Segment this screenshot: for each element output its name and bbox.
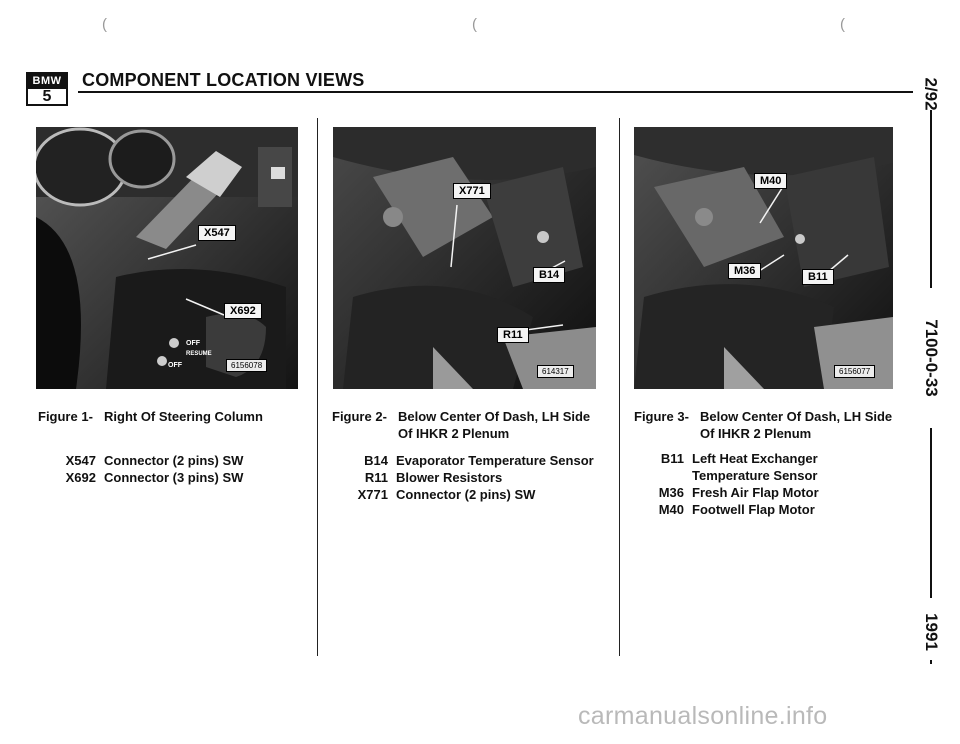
photo-switch-label: RESUME [186, 351, 212, 357]
figure-title-line2: Of IHKR 2 Plenum [398, 426, 510, 441]
figure-1-photo: OFF RESUME OFF X547 X692 6156078 [36, 127, 298, 389]
figure-2-caption: Figure 2- Below Center Of Dash, LH Side O… [332, 408, 617, 442]
legend-desc: Left Heat Exchanger [692, 451, 818, 466]
figure-2-legend: B14 Evaporator Temperature Sensor R11 Bl… [350, 452, 620, 503]
logo-series-text: 5 [42, 88, 52, 105]
legend-item: Temperature Sensor [650, 467, 910, 484]
side-rule-bottom [930, 660, 932, 664]
steering-column-photo-art: OFF RESUME OFF [36, 127, 298, 389]
column-divider [317, 118, 318, 656]
figure-title: Right Of Steering Column [104, 409, 263, 424]
legend-item: B14 Evaporator Temperature Sensor [350, 452, 620, 469]
figure-1-caption: Figure 1- Right Of Steering Column [38, 408, 308, 425]
side-page-number: 7100-0-33 [921, 319, 941, 397]
side-date-wrap: 2/92 [906, 77, 956, 110]
figure-title: Below Center Of Dash, LH Side [398, 409, 591, 424]
callout-b11: B11 [802, 269, 834, 285]
legend-item: B11 Left Heat Exchanger [650, 450, 910, 467]
legend-code: R11 [364, 470, 388, 485]
callout-x547: X547 [198, 225, 236, 241]
header-rule [78, 91, 913, 93]
dash-lh-photo-art [333, 127, 596, 389]
callout-r11: R11 [497, 327, 529, 343]
figure-3-legend: B11 Left Heat Exchanger Temperature Sens… [650, 450, 910, 518]
side-rule-middle [930, 428, 932, 598]
dash-lh-plenum-photo-art [634, 127, 893, 389]
figure-title-line2: Of IHKR 2 Plenum [700, 426, 812, 441]
legend-item: X547 Connector (2 pins) SW [60, 452, 310, 469]
photo-id: 614317 [537, 365, 574, 378]
photo-id: 6156078 [226, 359, 268, 372]
legend-code: M36 [658, 485, 684, 500]
callout-m40: M40 [754, 173, 788, 189]
callout-b14: B14 [533, 267, 566, 283]
figure-label: Figure 3- [634, 409, 689, 424]
bmw-5-series-logo: BMW 5 [26, 72, 68, 106]
legend-code [650, 467, 684, 484]
legend-desc: Evaporator Temperature Sensor [396, 453, 594, 468]
legend-code: M40 [658, 502, 684, 517]
photo-switch-label: OFF [186, 340, 201, 347]
callout-x771: X771 [453, 183, 491, 199]
legend-desc: Fresh Air Flap Motor [692, 485, 819, 500]
figure-label: Figure 1- [38, 409, 93, 424]
figure-label: Figure 2- [332, 409, 387, 424]
photo-switch-label: OFF [168, 362, 183, 369]
legend-code: B11 [660, 451, 684, 466]
watermark-link[interactable]: carmanualsonline.info [578, 702, 828, 730]
legend-code: X771 [357, 487, 388, 502]
callout-x692: X692 [224, 303, 262, 319]
legend-desc: Connector (2 pins) SW [104, 453, 244, 468]
page-title: COMPONENT LOCATION VIEWS [82, 70, 365, 90]
side-year: 1991 [921, 613, 941, 651]
side-year-wrap: 1991 [906, 613, 956, 651]
legend-desc: Connector (2 pins) SW [396, 487, 536, 502]
legend-item: X771 Connector (2 pins) SW [350, 486, 620, 503]
legend-code: B14 [364, 453, 388, 468]
side-rule-top [930, 110, 932, 288]
figure-2-photo: X771 B14 R11 614317 [333, 127, 596, 389]
legend-item: R11 Blower Resistors [350, 469, 620, 486]
figure-3-caption: Figure 3- Below Center Of Dash, LH Side O… [634, 408, 909, 442]
logo-brand-text: BMW [28, 74, 66, 89]
legend-item: M36 Fresh Air Flap Motor [650, 484, 910, 501]
scan-mark: ( [102, 16, 107, 33]
column-divider [619, 118, 620, 656]
figure-3-photo: M40 M36 B11 6156077 [634, 127, 893, 389]
legend-desc: Footwell Flap Motor [692, 502, 815, 517]
legend-item: X692 Connector (3 pins) SW [60, 469, 310, 486]
legend-desc: Temperature Sensor [692, 468, 818, 483]
legend-desc: Blower Resistors [396, 470, 503, 485]
scan-mark: ( [840, 16, 845, 33]
legend-code: X692 [65, 470, 96, 485]
legend-desc: Connector (3 pins) SW [104, 470, 244, 485]
scan-mark: ( [472, 16, 477, 33]
side-date: 2/92 [922, 77, 941, 111]
legend-item: M40 Footwell Flap Motor [650, 501, 910, 518]
callout-m36: M36 [728, 263, 762, 279]
photo-id: 6156077 [834, 365, 876, 378]
figure-1-legend: X547 Connector (2 pins) SW X692 Connecto… [60, 452, 310, 486]
legend-code: X547 [65, 453, 96, 468]
figure-title: Below Center Of Dash, LH Side [700, 409, 893, 424]
